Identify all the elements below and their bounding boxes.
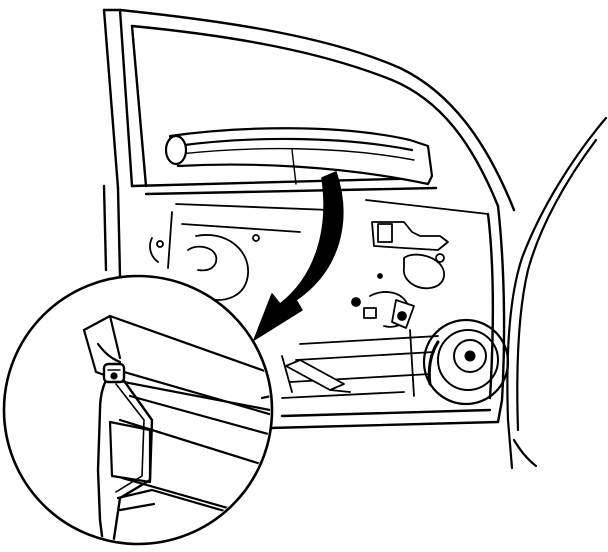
curved-arrow-icon — [254, 172, 343, 340]
speaker-shadow — [429, 342, 438, 384]
rivet-4 — [378, 274, 382, 278]
window-frame-inner — [132, 26, 498, 206]
rivet-2 — [253, 235, 259, 241]
handle-slot — [378, 224, 392, 242]
fender-edge — [514, 440, 536, 466]
panel-line-upper-right — [366, 200, 488, 214]
panel-left-edge — [168, 212, 172, 268]
inset-panel-block — [110, 422, 150, 482]
latch-bolt — [436, 254, 444, 262]
b-pillar-edge — [104, 10, 118, 188]
clip-head-dot — [112, 374, 117, 379]
door-bottom-edge-inner — [282, 410, 490, 416]
weatherstrip-ridge — [176, 139, 412, 150]
clip-wire-inner — [116, 384, 144, 492]
door-front-edge — [498, 206, 504, 422]
clip-wire-right — [112, 378, 152, 552]
belt-line-top — [132, 178, 430, 186]
panel-lower-left — [282, 356, 292, 392]
belt-line-bottom — [146, 188, 436, 194]
b-pillar-outer — [120, 10, 132, 186]
door-front-edge-inner — [488, 214, 493, 398]
panel-line-lower-1 — [300, 336, 438, 344]
panel-line-2 — [182, 224, 300, 232]
car-body — [507, 118, 606, 468]
inset-weatherstrip-top — [84, 316, 270, 398]
panel-lower-divider — [410, 330, 414, 396]
access-hole-left — [196, 235, 248, 300]
a-pillar-outline — [507, 118, 606, 468]
detail-inset — [4, 276, 290, 552]
hinge-hint — [150, 238, 158, 262]
inset-panel-line-2 — [130, 396, 290, 440]
weatherstrip-seam — [292, 150, 296, 184]
speaker-cone — [454, 340, 486, 372]
regulator-pivot — [398, 312, 406, 320]
panel-line-lower-4 — [282, 392, 404, 398]
door-bottom-edge — [270, 422, 498, 428]
rivet-1 — [157, 241, 163, 247]
rivet-3 — [352, 298, 360, 306]
door-rod-end — [330, 390, 350, 392]
door-rear-edge-inner — [118, 188, 120, 276]
weatherstrip-ridge-2 — [180, 149, 414, 160]
speaker-ring — [438, 330, 498, 390]
speaker — [424, 320, 508, 404]
inset-lower-ledge-2 — [120, 504, 154, 510]
speaker-center — [465, 351, 475, 361]
door-rod — [286, 360, 344, 390]
small-clip — [364, 308, 376, 318]
inside-handle-bracket — [372, 222, 448, 250]
weatherstrip-end-cap — [166, 136, 186, 164]
panel-line-upper — [176, 204, 330, 210]
inset-panel-line-1 — [124, 372, 290, 420]
belt-weatherstrip — [166, 128, 432, 184]
inner-panel — [150, 200, 488, 398]
arrow-shape — [254, 172, 343, 340]
window-frame-outer — [104, 10, 514, 210]
speaker-outer — [424, 320, 508, 404]
inset-circle — [4, 276, 272, 544]
door-frame — [104, 10, 514, 428]
door-rear-edge — [104, 186, 106, 270]
access-hole-left-inner — [188, 247, 216, 271]
inset-weatherstrip-edge — [110, 316, 120, 358]
b-pillar-inner — [132, 26, 146, 186]
latch-cutout — [404, 255, 444, 289]
a-pillar-inner-line — [517, 140, 596, 430]
inset-lip — [98, 344, 120, 362]
